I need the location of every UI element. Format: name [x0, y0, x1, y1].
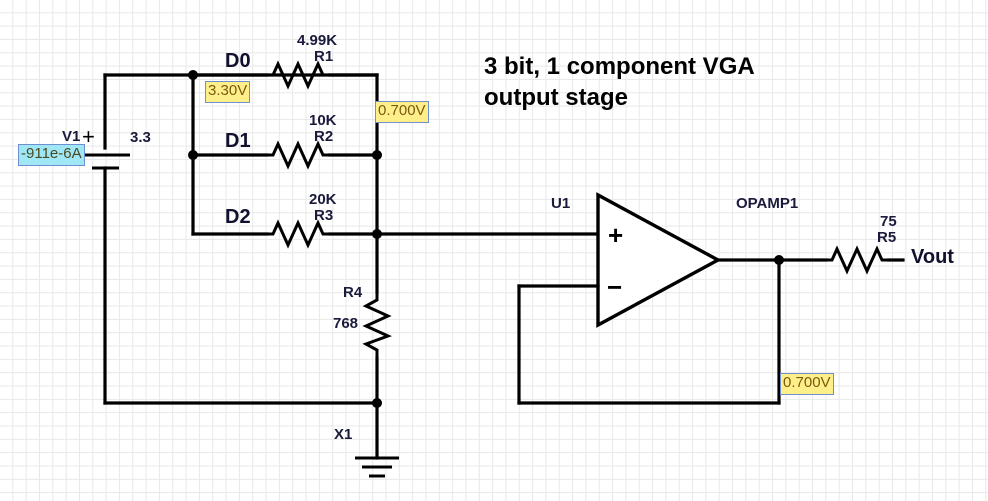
opamp-plus-pin-sign: +: [608, 220, 623, 250]
diagram-title: 3 bit, 1 component VGA output stage: [484, 52, 755, 113]
resistor-r2-ref: R2: [314, 128, 334, 145]
source-ref-label: V1: [62, 128, 81, 145]
title-line-1: 3 bit, 1 component VGA: [484, 53, 755, 80]
resistor-r5-value: 75: [880, 213, 897, 230]
source-polarity-plus-icon: +: [82, 124, 95, 149]
net-label-d1: D1: [225, 130, 251, 152]
node-d0-voltage-annotation[interactable]: 3.30V: [205, 81, 251, 103]
resistor-r4: [362, 292, 392, 358]
node-sum-voltage-annotation[interactable]: 0.700V: [375, 101, 429, 123]
resistor-r2-value: 10K: [309, 112, 337, 129]
resistor-r5: [826, 245, 889, 275]
resistor-r3: [267, 219, 330, 249]
resistor-r1: [267, 60, 330, 90]
resistor-r3-ref: R3: [314, 207, 334, 224]
resistor-r5-ref: R5: [877, 229, 897, 246]
junction-ground: [372, 398, 382, 408]
source-current-annotation[interactable]: -911e-6A: [18, 144, 85, 166]
resistor-r1-value: 4.99K: [297, 32, 338, 49]
junction-d0: [188, 70, 198, 80]
resistor-r4-value: 768: [333, 315, 359, 332]
resistor-r4-ref: R4: [343, 284, 363, 301]
junction-summing: [372, 229, 382, 239]
junction-opamp-output: [774, 255, 784, 265]
opamp-minus-pin-sign: −: [607, 272, 622, 302]
opamp-model-label: OPAMP1: [736, 195, 799, 212]
junction-d1: [188, 150, 198, 160]
ground-ref-label: X1: [334, 426, 353, 443]
net-label-d0: D0: [225, 50, 251, 72]
title-line-2: output stage: [484, 83, 628, 111]
source-value-label: 3.3: [130, 129, 151, 146]
net-label-d2: D2: [225, 206, 251, 228]
opamp-triangle[interactable]: [596, 192, 722, 328]
opamp-ref-label: U1: [551, 195, 571, 212]
output-net-label: Vout: [911, 246, 954, 268]
feedback-voltage-annotation[interactable]: 0.700V: [780, 373, 834, 395]
resistor-r2: [267, 140, 330, 170]
resistor-r3-value: 20K: [309, 191, 337, 208]
resistor-r1-ref: R1: [314, 48, 334, 65]
junction-r2-sum: [372, 150, 382, 160]
